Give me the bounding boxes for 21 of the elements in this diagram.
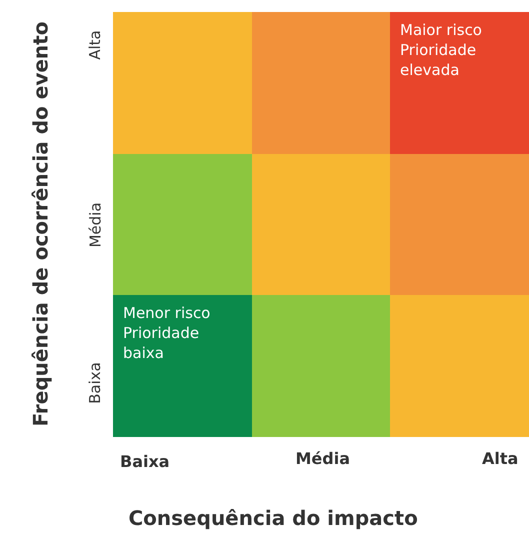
axis-tick-label: Média (86, 202, 104, 248)
axis-tick-label: Baixa (86, 362, 104, 404)
risk-cell (390, 12, 528, 154)
priority-text: Prioridade elevada (400, 40, 478, 80)
axis-tick-label: Alta (86, 30, 104, 60)
axis-title: Frequência de ocorrência do evento (28, 22, 52, 426)
priority-text: Prioridade baixa (123, 323, 200, 363)
risk-level-text: Menor risco (123, 303, 212, 323)
axis-tick-label: Alta (482, 448, 518, 468)
axis-tick-label: Média (296, 448, 350, 468)
risk-cell (113, 295, 252, 436)
axis-tick-label: Baixa (120, 452, 170, 470)
matrix-cell (252, 12, 390, 154)
axis-title: Consequência do impacto (128, 506, 418, 530)
matrix-cell (390, 295, 528, 436)
matrix-cell (113, 154, 252, 295)
matrix-cell (390, 154, 528, 295)
matrix-cell (252, 154, 390, 295)
matrix-cell (252, 295, 390, 436)
risk-level-text: Maior risco (400, 20, 483, 40)
matrix-cell (113, 12, 252, 154)
